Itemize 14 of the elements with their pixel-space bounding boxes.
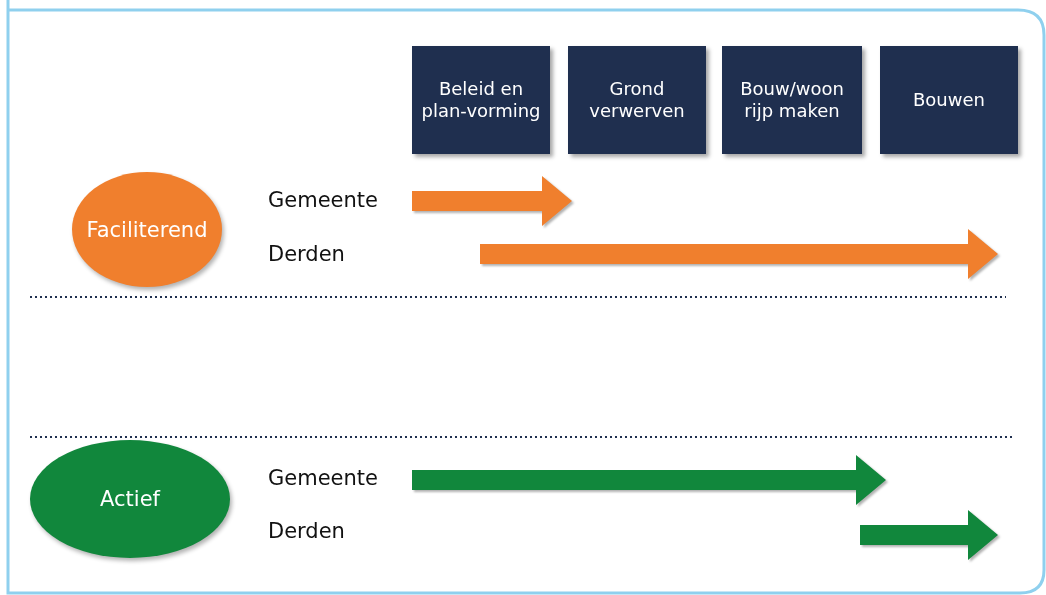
phase-box [722,46,862,154]
phase-box [568,46,706,154]
actor-label: Gemeente [268,462,398,494]
phase-label: Bouw/woon rijp maken [739,78,845,122]
actor-label: Derden [268,238,368,270]
phase-label: Grond verwerven [588,78,686,122]
actor-label: Gemeente [268,184,398,216]
phase-box [880,46,1018,154]
role-label: Actief [100,487,160,511]
phase-box [412,46,550,154]
role-label: Faciliterend [86,217,208,242]
actor-label: Derden [268,515,368,547]
phase-label: Bouwen [913,89,985,111]
phase-label: Beleid en plan-vorming [420,78,542,122]
